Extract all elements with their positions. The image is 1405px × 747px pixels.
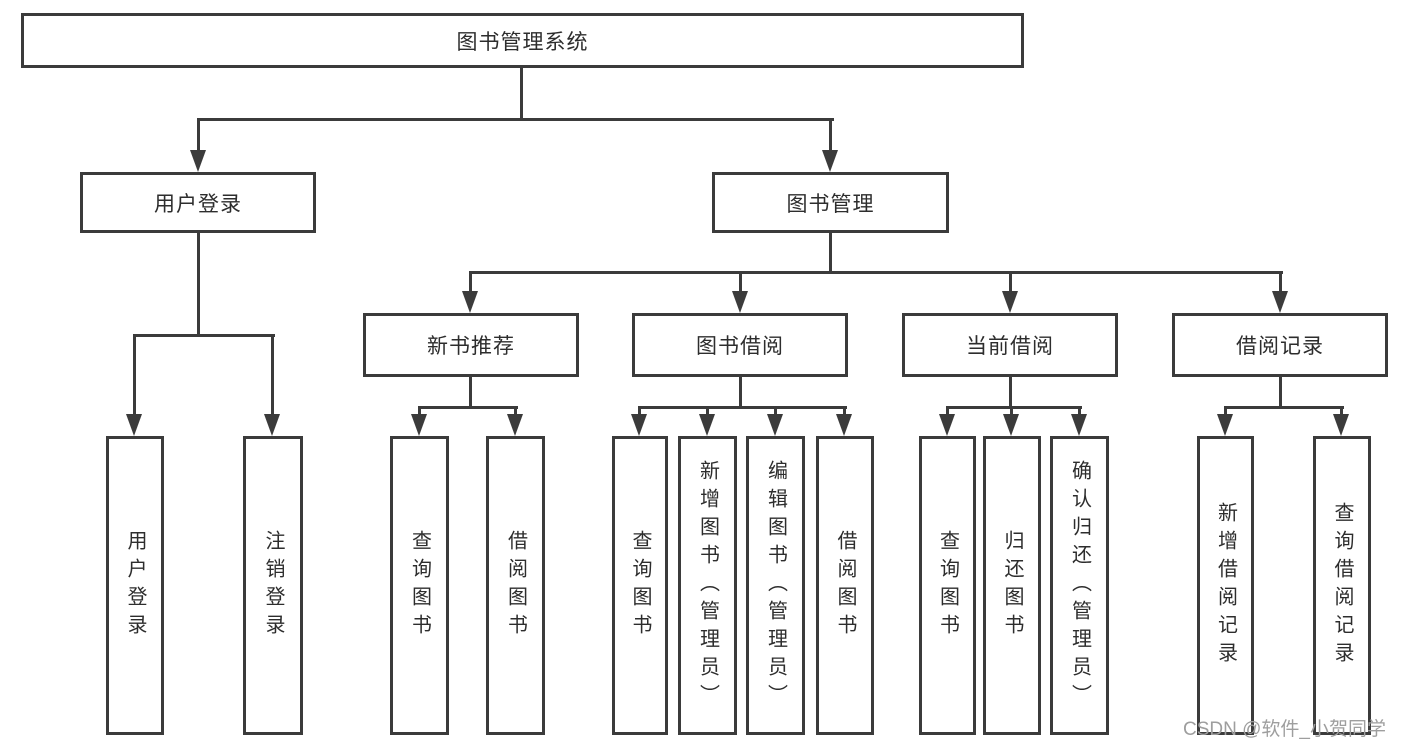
leaf-add-book-admin-label: 新增图书（管理员） [696,459,719,712]
leaf-borrow-book-label: 借阅图书 [834,529,856,642]
leaf-edit-book-admin: 编辑图书（管理员） [746,436,805,735]
node-new-book-rec-label: 新书推荐 [427,335,515,358]
connector-line [197,231,200,337]
leaf-confirm-return-admin: 确认归还（管理员） [1050,436,1109,735]
connector-line [469,271,1283,274]
node-book-borrow: 图书借阅 [632,313,848,377]
node-current-borrow: 当前借阅 [902,313,1118,377]
arrowhead-down-icon [631,414,647,436]
connector-line [1279,375,1282,409]
connector-line [469,271,472,295]
connector-line [514,406,517,418]
connector-line [706,406,709,418]
arrowhead-down-icon [507,414,523,436]
connector-line [418,406,421,418]
watermark: CSDN @软件_小贺同学 [1183,719,1386,740]
leaf-query-borrow-record: 查询借阅记录 [1313,436,1371,735]
node-new-book-rec: 新书推荐 [363,313,579,377]
leaf-query-book-label: 查询图书 [408,529,431,642]
arrowhead-down-icon [1272,291,1288,313]
connector-line [638,406,847,409]
node-root-label: 图书管理系统 [456,30,589,54]
connector-line [638,406,641,418]
leaf-return-book-label: 归还图书 [1001,529,1023,642]
connector-line [946,406,949,418]
connector-line [829,118,832,152]
arrowhead-down-icon [190,150,206,172]
arrowhead-down-icon [1333,414,1349,436]
leaf-edit-book-admin-label: 编辑图书（管理员） [764,459,787,712]
connector-line [133,334,275,337]
arrowhead-down-icon [836,414,852,436]
connector-line [197,118,200,152]
arrowhead-down-icon [411,414,427,436]
arrowhead-down-icon [822,150,838,172]
connector-line [843,406,846,418]
leaf-logout-label: 注销登录 [262,529,284,642]
arrowhead-down-icon [1002,291,1018,313]
arrowhead-down-icon [1217,414,1233,436]
node-borrow-records: 借阅记录 [1172,313,1388,377]
leaf-logout: 注销登录 [243,436,303,735]
leaf-query-book-label: 查询图书 [936,529,959,642]
leaf-query-book: 查询图书 [919,436,976,735]
connector-line [829,231,832,274]
node-current-borrow-label: 当前借阅 [966,335,1054,358]
node-root: 图书管理系统 [21,13,1024,68]
connector-line [1279,271,1282,295]
connector-line [271,334,274,416]
leaf-add-borrow-record-label: 新增借阅记录 [1214,501,1237,670]
arrowhead-down-icon [732,291,748,313]
node-borrow-records-label: 借阅记录 [1236,335,1324,358]
node-book-mgmt-label: 图书管理 [786,192,875,216]
leaf-query-book-label: 查询图书 [629,529,651,642]
connector-line [1009,375,1012,409]
arrowhead-down-icon [462,291,478,313]
connector-line [739,271,742,295]
leaf-confirm-return-admin-label: 确认归还（管理员） [1068,459,1091,712]
connector-line [946,406,1082,409]
arrowhead-down-icon [767,414,783,436]
leaf-return-book: 归还图书 [983,436,1041,735]
node-book-borrow-label: 图书借阅 [696,335,784,358]
leaf-query-book: 查询图书 [612,436,668,735]
connector-line [774,406,777,418]
connector-line [1010,406,1013,418]
leaf-borrow-book-label: 借阅图书 [504,529,527,642]
connector-line [520,66,523,120]
arrowhead-down-icon [264,414,280,436]
node-user-login-label: 用户登录 [154,192,242,216]
connector-line [133,334,136,416]
arrowhead-down-icon [699,414,715,436]
connector-line [469,375,472,409]
node-book-mgmt: 图书管理 [712,172,949,233]
leaf-query-book: 查询图书 [390,436,449,735]
node-user-login: 用户登录 [80,172,316,233]
connector-line [1009,271,1012,295]
connector-line [1224,406,1227,418]
connector-line [1224,406,1344,409]
arrowhead-down-icon [1071,414,1087,436]
leaf-query-borrow-record-label: 查询借阅记录 [1331,501,1353,670]
connector-line [1078,406,1081,418]
connector-line [418,406,518,409]
connector-line [739,375,742,409]
arrowhead-down-icon [126,414,142,436]
leaf-add-borrow-record: 新增借阅记录 [1197,436,1254,735]
leaf-user-login-label: 用户登录 [124,529,146,642]
leaf-user-login: 用户登录 [106,436,164,735]
connector-line [197,118,834,121]
leaf-borrow-book: 借阅图书 [486,436,545,735]
arrowhead-down-icon [939,414,955,436]
connector-line [1340,406,1343,418]
leaf-borrow-book: 借阅图书 [816,436,874,735]
leaf-add-book-admin: 新增图书（管理员） [678,436,737,735]
arrowhead-down-icon [1003,414,1019,436]
